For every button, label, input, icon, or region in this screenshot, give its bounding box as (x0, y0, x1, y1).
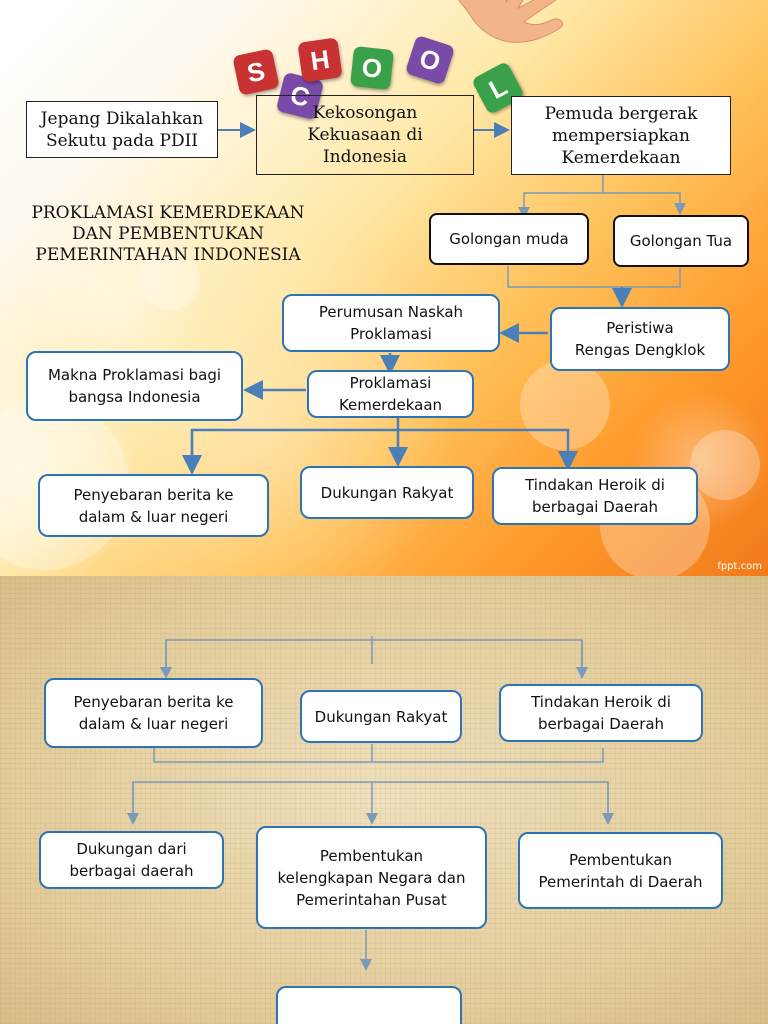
box-pembentukan-pusat: Pembentukan kelengkapan Negara dan Pemer… (256, 826, 487, 929)
box-penyebaran-berita: Penyebaran berita ke dalam & luar negeri (38, 474, 269, 537)
connector-arrow (518, 175, 604, 219)
box-makna-proklamasi: Makna Proklamasi bagi bangsa Indonesia (26, 351, 243, 421)
box-golongan-muda: Golongan muda (429, 213, 589, 265)
connector-line (507, 266, 681, 288)
connector-arrow (603, 192, 686, 215)
box-bottom (276, 986, 462, 1024)
hand-icon (458, 0, 563, 43)
box-pembentukan-daerah: Pembentukan Pemerintah di Daerah (518, 832, 723, 909)
box-kekosongan: Kekosongan Kekuasaan di Indonesia (256, 95, 474, 175)
box-dukungan-rakyat: Dukungan Rakyat (300, 466, 474, 519)
connector-lines (182, 122, 686, 475)
connector-arrow (190, 428, 578, 471)
connector-line (132, 781, 609, 816)
box-penyebaran-berita: Penyebaran berita ke dalam & luar negeri (44, 678, 263, 748)
connector-line (153, 748, 604, 763)
bokeh-circle (520, 360, 610, 450)
box-pemuda: Pemuda bergerak mempersiapkan Kemerdekaa… (511, 96, 731, 175)
box-tindakan-heroik: Tindakan Heroik di berbagai Daerah (492, 467, 698, 525)
box-jepang: Jepang Dikalahkan Sekutu pada PDII (26, 101, 218, 158)
box-golongan-tua: Golongan Tua (613, 215, 749, 267)
bokeh-circle (140, 250, 200, 310)
box-proklamasi-kemerdekaan: Proklamasi Kemerdekaan (307, 370, 474, 418)
slide-title: PROKLAMASI KEMERDEKAAN DAN PEMBENTUKAN P… (31, 203, 305, 265)
connector-lines (127, 636, 614, 971)
bokeh-circle (690, 430, 760, 500)
box-perumusan-naskah: Perumusan Naskah Proklamasi (282, 294, 500, 352)
box-dukungan-daerah: Dukungan dari berbagai daerah (39, 831, 224, 889)
slide-2: Penyebaran berita ke dalam & luar negeri… (0, 576, 768, 1024)
box-rengas-dengklok: Peristiwa Rengas Dengklok (550, 307, 730, 371)
box-dukungan-rakyat: Dukungan Rakyat (300, 690, 462, 743)
credit-text: fppt.com (717, 561, 762, 572)
connector-line (165, 639, 583, 676)
slide-1: S C H O O L (0, 0, 768, 576)
box-tindakan-heroik: Tindakan Heroik di berbagai Daerah (499, 684, 703, 742)
